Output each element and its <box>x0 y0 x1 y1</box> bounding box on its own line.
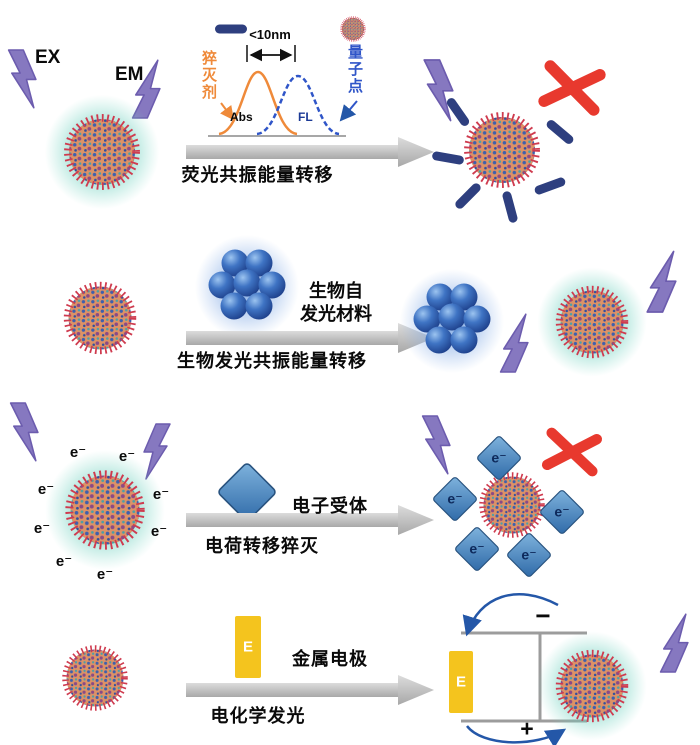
quencher-rod-icon <box>533 176 567 196</box>
excitation-bolt-icon <box>423 59 454 122</box>
quencher-rod-icon <box>544 118 576 146</box>
electron-label: e⁻ <box>447 490 463 507</box>
material-line2: 发光材料 <box>300 303 372 324</box>
electron-label: e⁻ <box>521 546 537 563</box>
ex-label: EX <box>35 47 61 68</box>
metal-electrode <box>449 651 473 713</box>
bioluminescent-material-label: 生物自 发光材料 <box>294 280 378 325</box>
excitation-bolt-icon <box>9 402 39 462</box>
absorption-curve <box>218 70 298 136</box>
mini-quantum-dot-icon <box>340 16 366 42</box>
electron-acceptor-diamond <box>216 461 278 523</box>
metal-electrode <box>235 616 261 678</box>
quencher-rod-icon <box>501 190 519 224</box>
electron-label: e⁻ <box>55 553 73 570</box>
electron-label: e⁻ <box>152 486 170 503</box>
quantum-dot-pointer-arrow <box>339 100 358 122</box>
quencher-label: 猝灭剂 <box>200 50 217 101</box>
no-emission-cross-icon <box>547 433 597 471</box>
quencher-rod-icon <box>453 181 483 211</box>
electron-acceptor-label: 电子受体 <box>292 496 368 516</box>
emission-bolt-icon <box>646 250 677 313</box>
electron-label: e⁻ <box>33 520 51 537</box>
excitation-bolt-icon <box>7 49 37 109</box>
electrode-letter: E <box>455 673 467 691</box>
electron-label: e⁻ <box>96 566 114 583</box>
caption-charge-transfer: 电荷转移猝灭 <box>205 536 319 556</box>
quantum-dot-glowing <box>537 631 646 740</box>
emission-bolt-icon <box>659 613 689 673</box>
bioluminescence-bolt-icon <box>499 313 529 373</box>
fl-label: FL <box>298 110 313 124</box>
electron-label: e⁻ <box>37 481 55 498</box>
electron-label: e⁻ <box>69 444 87 461</box>
quencher-pointer-arrow <box>220 102 235 121</box>
plus-sign: + <box>520 715 534 742</box>
quencher-rod-icon <box>431 150 465 166</box>
quantum-dot-glowing <box>45 95 159 209</box>
quantum-dot-plain <box>66 649 125 708</box>
electron-label: e⁻ <box>118 448 136 465</box>
quantum-dot-label: 量子点 <box>346 44 363 95</box>
electron-flow-arrow-top <box>462 593 559 637</box>
metal-electrode-label: 金属电极 <box>292 649 368 669</box>
electrode-letter: E <box>242 638 254 656</box>
abs-label: Abs <box>230 110 253 124</box>
electron-label: e⁻ <box>469 540 485 557</box>
excitation-bolt-icon <box>421 415 451 475</box>
spectral-overlap-plot <box>208 16 366 137</box>
caption-fret: 荧光共振能量转移 <box>181 165 334 185</box>
em-label: EM <box>115 64 144 85</box>
bioluminescent-material-cluster <box>400 269 504 373</box>
quantum-dot-plain <box>67 285 132 350</box>
quantum-dot-quenched <box>468 116 536 184</box>
caption-ecl: 电化学发光 <box>210 706 306 726</box>
caption-bret: 生物发光共振能量转移 <box>177 351 367 371</box>
bioluminescent-material-cluster <box>195 235 299 339</box>
electron-label: e⁻ <box>491 449 507 466</box>
fluorescence-curve <box>256 74 340 136</box>
quantum-dot-glowing <box>537 267 646 376</box>
minus-sign: − <box>535 600 551 631</box>
material-line1: 生物自 <box>309 281 363 301</box>
no-emission-cross-icon <box>544 66 600 110</box>
process-arrow-ecl <box>186 675 434 705</box>
quantum-dot-quenched <box>483 476 542 535</box>
electron-label: e⁻ <box>150 523 168 540</box>
distance-label: <10nm <box>249 27 291 42</box>
electron-flow-arrow-bottom <box>466 725 567 745</box>
electron-label: e⁻ <box>554 503 570 520</box>
